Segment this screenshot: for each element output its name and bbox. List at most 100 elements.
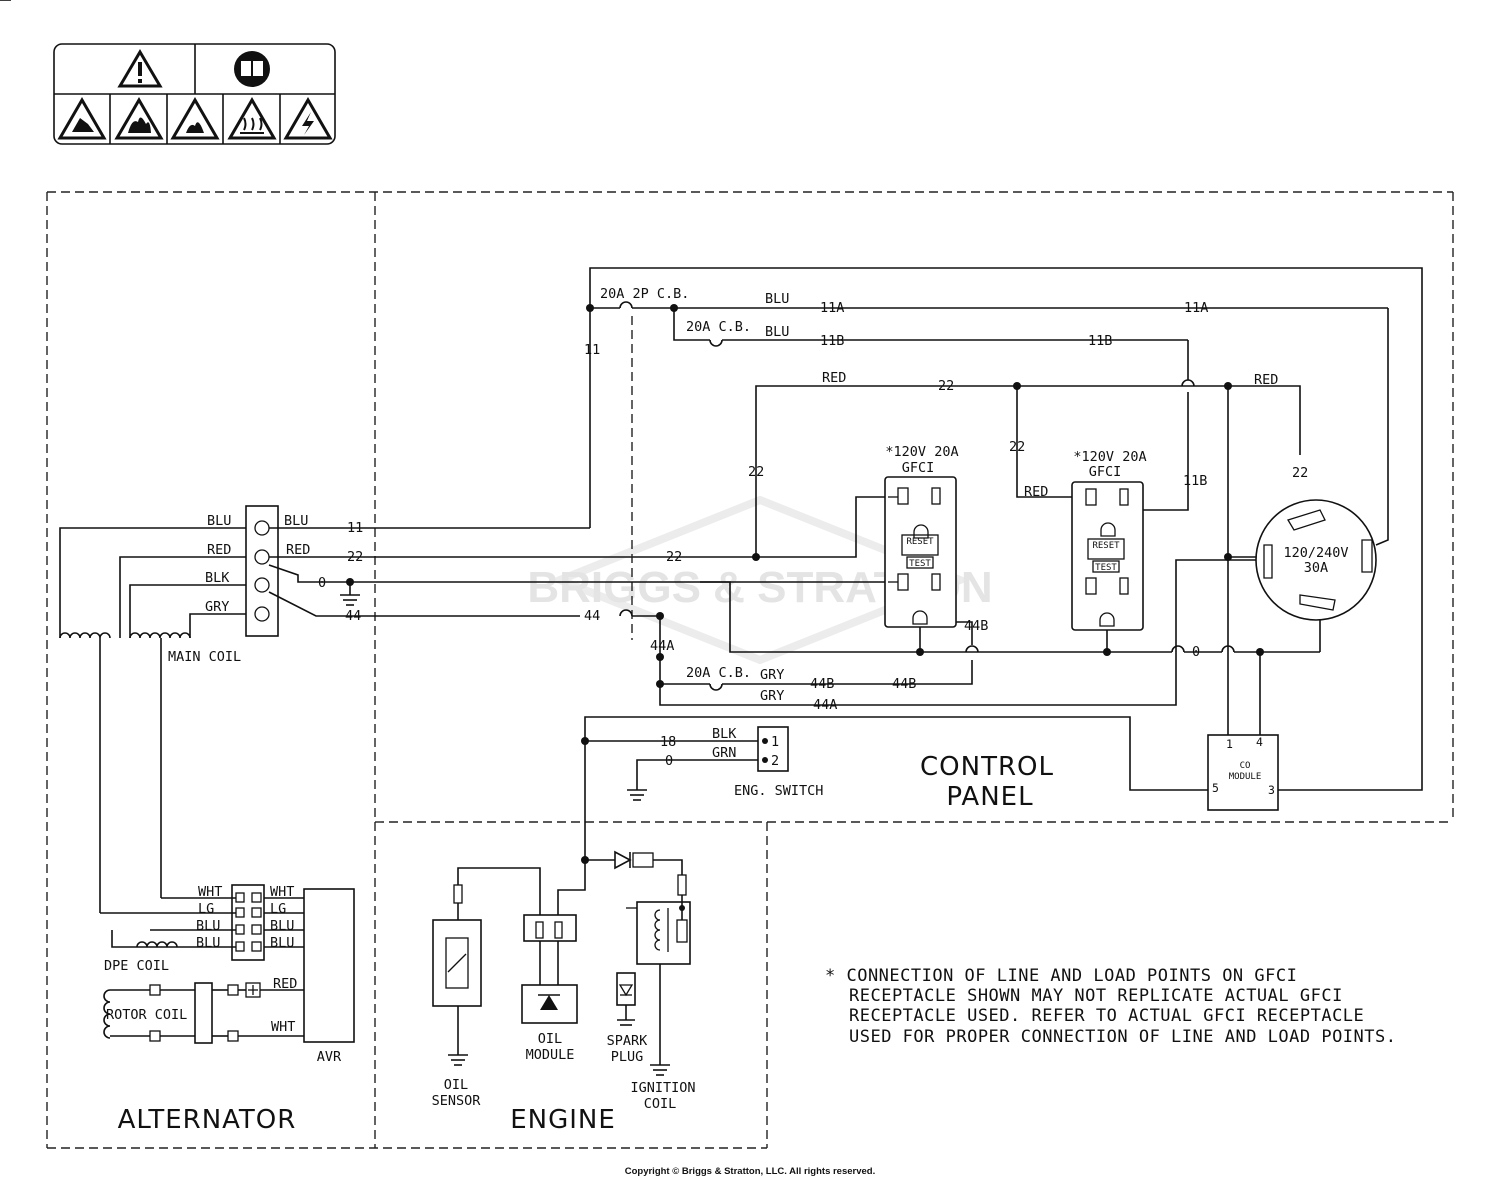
gfci-1-title-line1: *120V 20A [885, 444, 958, 460]
wire-num-44a: 44A [813, 697, 837, 713]
note-line-2: RECEPTACLE SHOWN MAY NOT REPLICATE ACTUA… [849, 986, 1343, 1006]
gfci-receptacle-1: *120V 20A GFCI RESET TEST [884, 444, 959, 628]
avr-wiring: AVR WHT LG BLU BLU WHT LG BLU BLU DPE CO… [100, 884, 355, 1065]
note-line-1: * CONNECTION OF LINE AND LOAD POINTS ON … [825, 966, 1297, 986]
electric-shock-icon [283, 97, 333, 140]
gfci-2-title-line2: GFCI [1089, 464, 1122, 480]
wire-num-44b-gfci: 44B [964, 618, 988, 634]
wire-num-0-right: 0 [1192, 644, 1200, 660]
wire-label-blu-right: BLU [284, 513, 308, 529]
wire-num-11: 11 [347, 520, 363, 536]
wire-label-blk-switch: BLK [712, 726, 737, 742]
engine-wiring: OIL SENSOR OIL MODULE IGNITION COIL [432, 850, 696, 1112]
eng-switch-label: ENG. SWITCH [734, 783, 823, 799]
note-line-3: RECEPTACLE USED. REFER TO ACTUAL GFCI RE… [849, 1006, 1364, 1026]
avr-wire-red: RED [273, 976, 297, 992]
gfci-1-reset-label: RESET [906, 537, 934, 547]
note-line-4: USED FOR PROPER CONNECTION OF LINE AND L… [849, 1027, 1396, 1047]
main-coil-label: MAIN COIL [168, 649, 241, 665]
read-manual-icon [234, 51, 270, 87]
engine-title: ENGINE [510, 1105, 616, 1135]
wire-label-red-right: RED [286, 542, 310, 558]
avr-wire-wht-right: WHT [270, 884, 294, 900]
wire-num-18: 18 [660, 734, 676, 750]
fire-hazard-icon [114, 97, 164, 140]
breaker-44b-label: 20A C.B. [686, 665, 751, 681]
avr-wire-lg-left: LG [198, 901, 214, 917]
wire-label-red-gfci2: RED [1024, 484, 1048, 500]
avr-connector-pins [235, 892, 262, 952]
explosion-icon [170, 97, 220, 140]
avr-wire-wht: WHT [271, 1019, 295, 1035]
red-22-bus: 11 22 22 22 RED 22 22 RED RED 22 [0, 0, 1308, 735]
wire-label-red-right: RED [1254, 372, 1278, 388]
twistlock-receptacle: 120/240V 30A [1255, 499, 1377, 621]
avr-connector [231, 884, 265, 961]
wire-num-22-right: 22 [1292, 465, 1308, 481]
oil-module-label-line1: OIL [538, 1031, 562, 1047]
oil-sensor-label-line2: SENSOR [432, 1093, 482, 1109]
avr-wire-blu-left-1: BLU [196, 918, 220, 934]
section-boundaries [46, 191, 1454, 1149]
wire-num-11b-left: 11B [820, 333, 844, 349]
wire-num-22-start: 22 [347, 549, 363, 565]
breaker-11b-label: 20A C.B. [686, 319, 751, 335]
terminal-block [245, 505, 279, 637]
oil-sensor-label-line1: OIL [444, 1077, 468, 1093]
gry-44-wiring: 44 44 44A 20A C.B. GRY 44B 44B 44B GRY 4… [345, 559, 1258, 713]
rotor-coil-label: ROTOR COIL [106, 1007, 187, 1023]
ignition-coil-label-line1: IGNITION [630, 1080, 695, 1096]
wire-label-blu-left: BLU [207, 513, 231, 529]
alternator-title: ALTERNATOR [118, 1105, 297, 1135]
gfci-2-title-line1: *120V 20A [1073, 449, 1146, 465]
wire-label-grn-switch: GRN [712, 745, 736, 761]
warning-triangle-icon [117, 49, 163, 88]
engine-switch [757, 726, 789, 772]
warning-icons-panel [53, 43, 336, 145]
wire-num-0-start: 0 [318, 575, 326, 591]
avr-wire-lg-right: LG [270, 901, 286, 917]
spark-plug-label-line2: PLUG [611, 1049, 644, 1065]
co-module [1207, 734, 1279, 811]
wire-num-22-mid: 22 [666, 549, 682, 565]
control-panel-title-line1: CONTROL [920, 752, 1054, 782]
gfci-1-test-label: TEST [909, 559, 931, 569]
copyright: Copyright © Briggs & Stratton, LLC. All … [625, 1166, 876, 1177]
wire-num-0-switch: 0 [665, 753, 673, 769]
wire-label-blu-11b: BLU [765, 324, 789, 340]
gfci-2-test-label: TEST [1095, 563, 1117, 573]
hot-surface-icon [227, 97, 277, 140]
wire-num-44b-right: 44B [892, 676, 916, 692]
alternator-wiring: MAIN COIL BLU RED BLK GRY BLU RED [59, 505, 756, 913]
co-pin-1: 1 [1226, 737, 1233, 751]
toxic-fumes-icon [57, 97, 107, 140]
avr-wire-blu-left-2: BLU [196, 935, 220, 951]
wire-label-blk-left: BLK [205, 570, 230, 586]
wire-label-red-left: RED [207, 542, 231, 558]
co-module-label-line1: CO [1240, 761, 1251, 771]
wire-num-44-mid: 44 [584, 608, 600, 624]
avr [303, 888, 355, 1043]
wire-num-11b-vertical: 11B [1183, 473, 1207, 489]
gfci-1-title-line2: GFCI [902, 460, 935, 476]
wire-label-gry-44b: GRY [760, 667, 784, 683]
wire-label-gry-left: GRY [205, 599, 229, 615]
dpe-coil-label: DPE COIL [104, 958, 169, 974]
ignition-coil-label-line2: COIL [644, 1096, 677, 1112]
avr-wire-blu-right-2: BLU [270, 935, 294, 951]
eng-switch-pin-2: 2 [771, 753, 779, 769]
twistlock-rating-line1: 120/240V [1283, 545, 1348, 561]
breaker-wiring: 20A 2P C.B. 11 BLU 11A 11A 20A C.B. BLU … [584, 267, 1423, 791]
wire-label-gry-44a: GRY [760, 688, 784, 704]
wire-num-44-start: 44 [345, 608, 361, 624]
co-pin-3: 3 [1268, 783, 1275, 797]
wire-num-11a-right: 11A [1184, 300, 1208, 316]
main-breaker-label: 20A 2P C.B. [600, 286, 689, 302]
co-module-label-line2: MODULE [1229, 772, 1262, 782]
wire-num-22-top: 22 [938, 378, 954, 394]
wire-num-44b-left: 44B [810, 676, 834, 692]
gfci-receptacle-2: *120V 20A GFCI RESET TEST [1071, 449, 1147, 631]
gfci-2-reset-label: RESET [1092, 541, 1120, 551]
ignition-coil [636, 901, 691, 965]
